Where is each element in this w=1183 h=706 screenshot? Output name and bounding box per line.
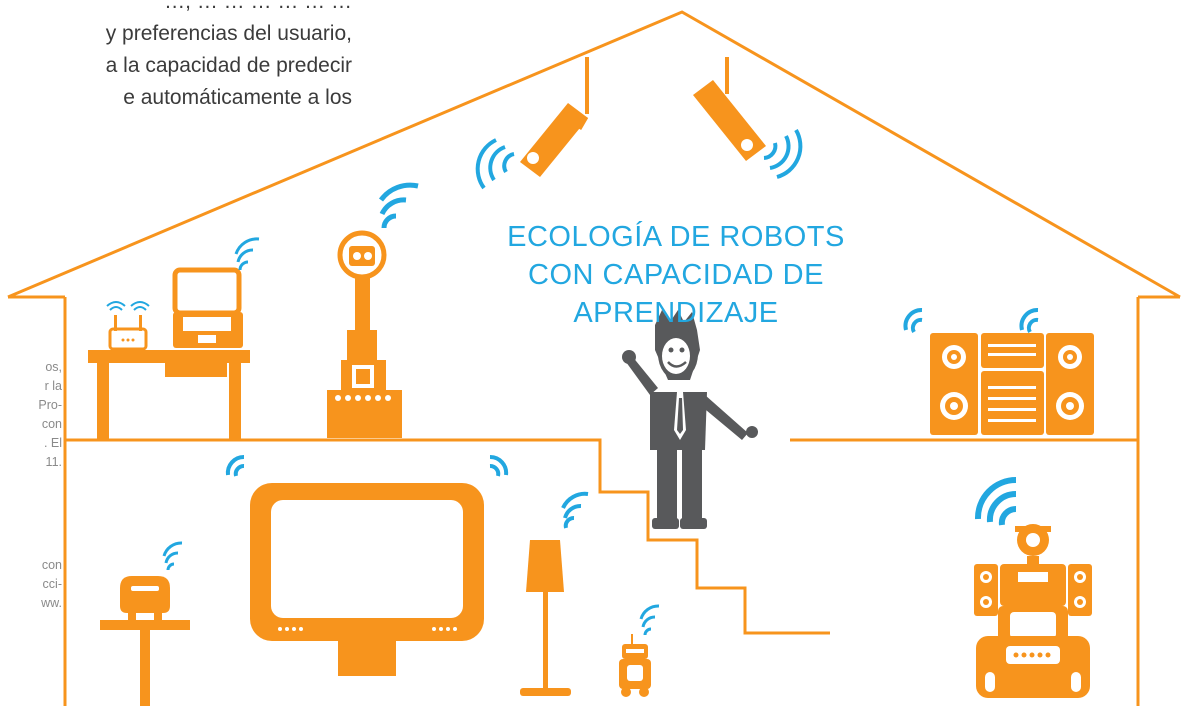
caption-line: con bbox=[41, 417, 62, 431]
diagram-title-line-3: APRENDIZAJE bbox=[573, 297, 779, 329]
router-icon bbox=[106, 301, 150, 351]
person-icon bbox=[622, 310, 758, 529]
caption-line: os, bbox=[45, 360, 62, 374]
intro-paragraph: …, … … … … … … y preferencias del usuari… bbox=[0, 0, 352, 114]
side-caption-paragraph-2: con cci- ww. bbox=[0, 556, 62, 613]
intro-line-1: …, … … … … … … bbox=[164, 0, 352, 13]
large-robot-icon bbox=[974, 477, 1092, 698]
small-robot-icon bbox=[619, 604, 660, 697]
intro-line-2: y preferencias del usuario, bbox=[105, 22, 352, 45]
television-icon bbox=[225, 454, 509, 676]
diagram-title-line-1: ECOLOGÍA DE ROBOTS bbox=[507, 221, 845, 253]
tall-robot-icon bbox=[327, 182, 419, 438]
diagram-title: ECOLOGÍA DE ROBOTS CON CAPACIDAD DE APRE… bbox=[476, 218, 876, 332]
caption-line: 11. bbox=[45, 455, 62, 469]
caption-line: cci- bbox=[42, 577, 62, 591]
laptop-icon bbox=[172, 237, 260, 348]
stereo-system-icon bbox=[903, 308, 1094, 435]
caption-line: Pro- bbox=[38, 398, 62, 412]
desk-icon bbox=[88, 350, 250, 439]
caption-line: ww. bbox=[41, 596, 62, 610]
diagram-title-line-2: CON CAPACIDAD DE bbox=[528, 259, 824, 291]
caption-line: r la bbox=[44, 379, 62, 393]
speaker-device-icon bbox=[100, 541, 190, 706]
intro-line-3: a la capacidad de predecir bbox=[105, 54, 352, 77]
caption-line: . El bbox=[43, 436, 62, 450]
caption-line: con bbox=[41, 558, 62, 572]
house-outline bbox=[7, 10, 1181, 706]
side-caption-paragraph-1: os, r la Pro- con . El 11. bbox=[0, 358, 62, 472]
floor-lamp-icon bbox=[520, 491, 589, 696]
security-camera-icon bbox=[475, 57, 589, 190]
intro-line-4: e automáticamente a los bbox=[123, 86, 352, 109]
security-camera-icon bbox=[693, 57, 803, 179]
